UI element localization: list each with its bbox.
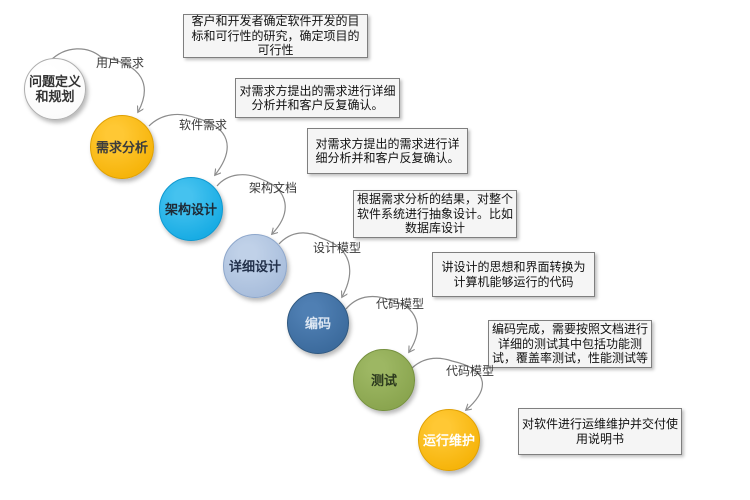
edge-label-e4: 设计模型 <box>312 241 362 255</box>
connector-requirements-to-architecture <box>148 113 228 175</box>
connector-architecture-to-detailed <box>216 174 286 234</box>
connector-problem-to-requirements <box>49 48 145 112</box>
node-coding: 编码 <box>287 292 349 354</box>
node-architecture: 架构设计 <box>159 177 223 241</box>
node-requirements: 需求分析 <box>90 115 154 179</box>
note-maintenance-description: 对软件进行运维维护并交付使用说明书 <box>518 408 682 455</box>
node-maintenance: 运行维护 <box>418 409 480 471</box>
edge-label-e5: 代码模型 <box>375 297 425 311</box>
node-problem: 问题定义 和规划 <box>24 58 86 120</box>
node-testing: 测试 <box>353 349 415 411</box>
connector-testing-to-maintenance <box>411 357 483 410</box>
connector-coding-to-testing <box>345 295 418 352</box>
note-coding-description: 讲设计的思想和界面转换为计算机能够运行的代码 <box>432 252 595 297</box>
note-testing-description: 编码完成，需要按照文档进行详细的测试其中包括功能测试，覆盖率测试，性能测试等 <box>488 320 652 368</box>
edge-label-e1: 用户需求 <box>95 56 145 70</box>
note-requirements-description: 对需求方提出的需求进行详细分析并和客户反复确认。 <box>235 78 400 118</box>
edge-label-e6: 代码模型 <box>445 364 495 378</box>
edge-label-e3: 架构文档 <box>248 181 298 195</box>
connector-detailed-to-coding <box>278 232 351 297</box>
note-problem-description: 客户和开发者确定软件开发的目标和可行性的研究，确定项目的可行性 <box>183 14 368 58</box>
edge-label-e2: 软件需求 <box>178 118 228 132</box>
node-detailed: 详细设计 <box>223 234 287 298</box>
note-requirements-description: 对需求方提出的需求进行详细分析并和客户反复确认。 <box>307 128 468 174</box>
note-architecture-description: 根据需求分析的结果，对整个软件系统进行抽象设计。比如数据库设计 <box>353 190 517 238</box>
